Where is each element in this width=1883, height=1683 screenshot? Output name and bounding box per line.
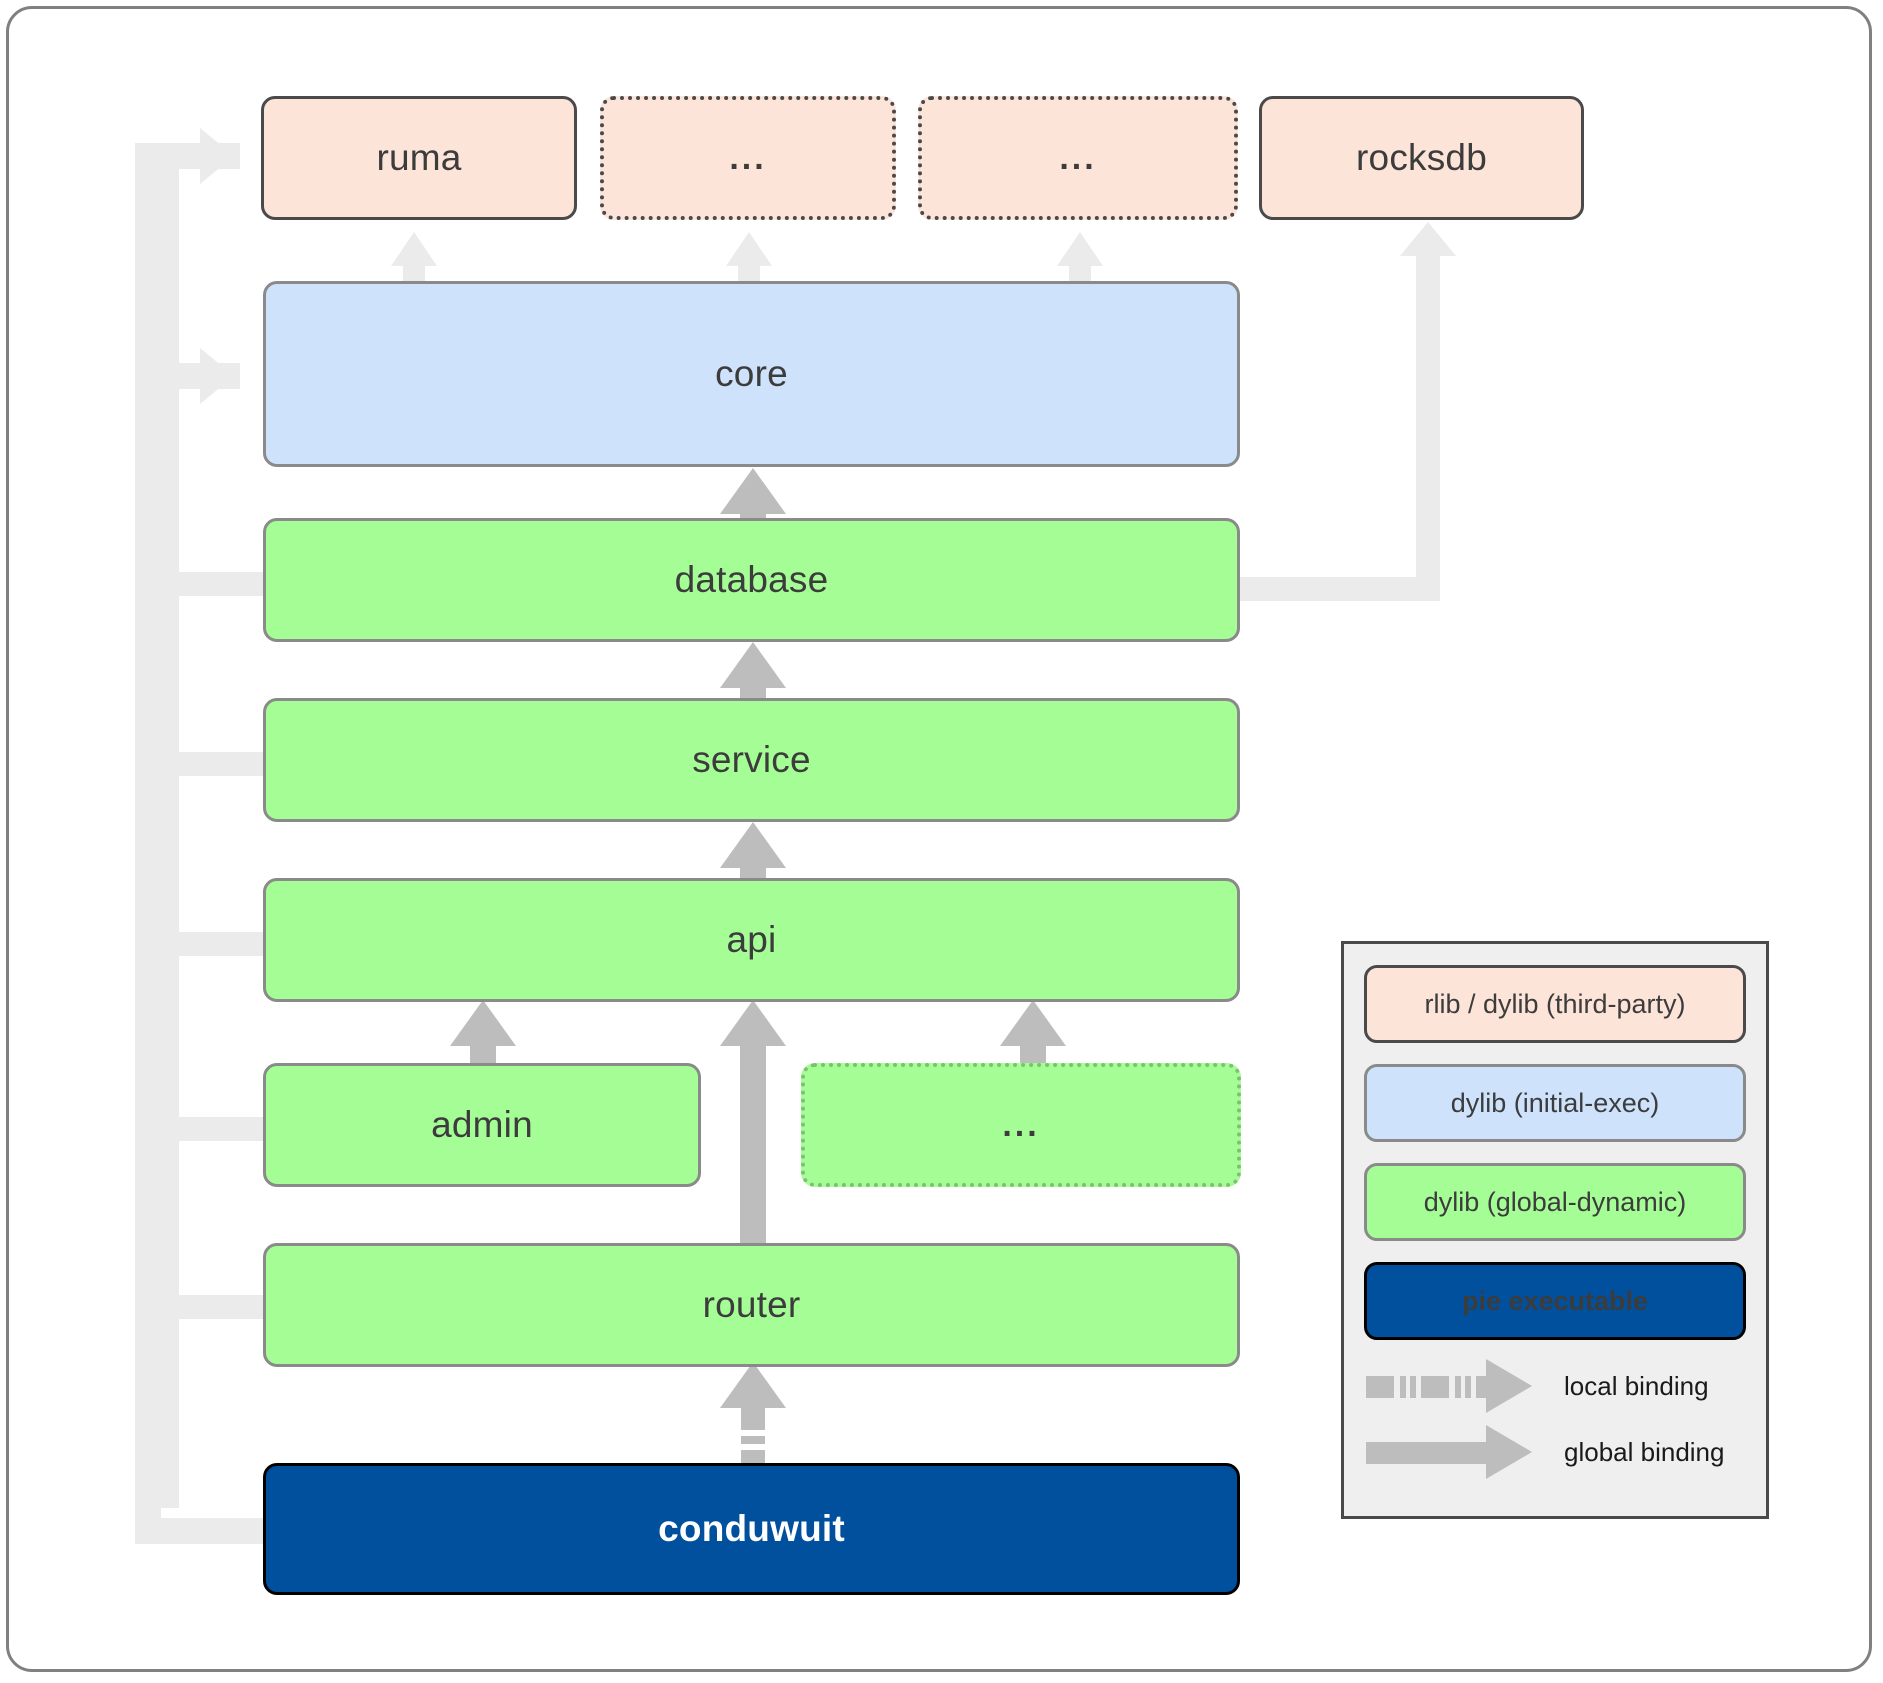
arrow-service-to-database	[720, 642, 786, 708]
node-top-placeholder-1[interactable]: ...	[600, 96, 896, 220]
arrow-core-to-ruma	[391, 232, 437, 288]
legend-swatch-initial-exec: dylib (initial-exec)	[1364, 1064, 1746, 1142]
node-api-placeholder[interactable]: ...	[801, 1063, 1241, 1187]
legend-binding-global-label: global binding	[1564, 1436, 1725, 1467]
arrow-api-to-service	[720, 822, 786, 888]
legend-binding-local-label: local binding	[1564, 1370, 1709, 1401]
legend-panel: rlib / dylib (third-party) dylib (initia…	[1341, 941, 1769, 1519]
legend-binding-global: global binding	[1358, 1422, 1754, 1482]
bus-arrowhead-core	[200, 348, 234, 404]
bus-branch-service	[155, 752, 265, 776]
bus-branch-api	[155, 932, 265, 956]
bus-arrowhead-ruma	[200, 128, 234, 184]
node-service[interactable]: service	[263, 698, 1240, 822]
arrow-database-to-core	[720, 468, 786, 526]
node-rocksdb[interactable]: rocksdb	[1259, 96, 1584, 220]
bus-branch-database	[155, 572, 265, 596]
arrow-core-to-top-placeholder-1	[726, 232, 772, 288]
node-router[interactable]: router	[263, 1243, 1240, 1367]
legend-binding-local: local binding	[1358, 1356, 1754, 1416]
arrow-conduwuit-to-router	[720, 1362, 786, 1476]
legend-swatch-pie-executable: pie executable	[1364, 1262, 1746, 1340]
bus-database-to-rocksdb-horizontal	[1240, 577, 1440, 601]
arrow-router-to-api	[720, 1000, 786, 1256]
arrow-admin-to-api	[450, 1000, 516, 1070]
node-ruma[interactable]: ruma	[261, 96, 577, 220]
bus-branch-conduwuit	[135, 1518, 265, 1544]
node-top-placeholder-2[interactable]: ...	[918, 96, 1238, 220]
dashed-arrow-icon	[1358, 1359, 1538, 1413]
bus-arrowhead-rocksdb	[1400, 222, 1456, 256]
arrow-core-to-top-placeholder-2	[1057, 232, 1103, 288]
legend-swatch-third-party: rlib / dylib (third-party)	[1364, 965, 1746, 1043]
node-conduwuit[interactable]: conduwuit	[263, 1463, 1240, 1595]
arrow-placeholder-to-api	[1000, 1000, 1066, 1070]
node-api[interactable]: api	[263, 878, 1240, 1002]
bus-branch-router	[155, 1295, 265, 1319]
bus-branch-admin	[155, 1117, 265, 1141]
solid-arrow-icon	[1358, 1425, 1538, 1479]
node-admin[interactable]: admin	[263, 1063, 701, 1187]
legend-swatch-global-dynamic: dylib (global-dynamic)	[1364, 1163, 1746, 1241]
bus-database-to-rocksdb-vertical	[1416, 250, 1440, 590]
node-core[interactable]: core	[263, 281, 1240, 467]
node-database[interactable]: database	[263, 518, 1240, 642]
